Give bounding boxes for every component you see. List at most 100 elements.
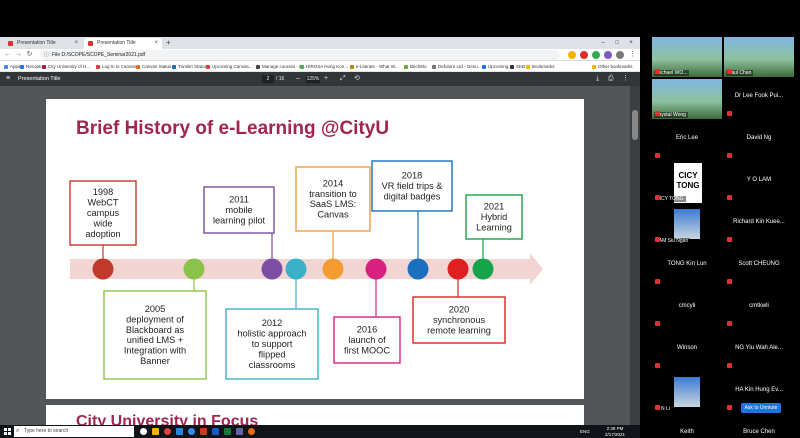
minimize-button[interactable]: – xyxy=(601,40,605,46)
participant-tile[interactable]: cmcyli xyxy=(652,289,722,329)
print-icon[interactable]: ⎙ xyxy=(608,75,614,82)
profile-icon[interactable] xyxy=(616,51,624,59)
maximize-button[interactable]: □ xyxy=(615,40,619,46)
bookmark-item[interactable]: Recopto xyxy=(20,61,43,72)
zoom-out-button[interactable]: – xyxy=(296,75,300,82)
close-window-button[interactable]: × xyxy=(629,40,633,46)
bookmark-item[interactable]: Log In to Canvas xyxy=(96,61,136,72)
pdf-title: Presentation Title xyxy=(18,76,61,82)
bookmark-item[interactable]: Turnitin Status xyxy=(172,61,207,72)
participant-tile[interactable]: Dr Lee Fook Pui... xyxy=(724,79,794,119)
browser-tab-active[interactable]: Presentation Title × xyxy=(84,38,162,49)
next-slide-page: City University in Focus xyxy=(46,405,584,425)
participant-tile[interactable]: NG Yiu Wah Ale... xyxy=(724,331,794,371)
powerpoint-icon[interactable] xyxy=(200,428,207,435)
event-label: synchronous xyxy=(433,315,485,325)
more-options-icon[interactable]: ⋮ xyxy=(622,75,629,82)
zoom-level[interactable]: 125% xyxy=(306,75,320,83)
bookmark-item[interactable]: Bookmarks xyxy=(526,61,555,72)
scrollbar-thumb[interactable] xyxy=(632,110,638,140)
fit-page-icon[interactable]: ⤢ xyxy=(340,75,346,82)
participant-name: TONG Kin Lun xyxy=(667,261,707,267)
participant-tile[interactable]: Y O LAM xyxy=(724,163,794,203)
rotate-icon[interactable]: ⟲ xyxy=(354,75,360,82)
forward-button[interactable]: → xyxy=(15,51,22,58)
bookmark-item[interactable]: SKB xyxy=(510,61,525,72)
bookmark-item[interactable]: Upcoming... xyxy=(482,61,512,72)
clock-time: 2:38 PM xyxy=(606,426,624,431)
event-label: remote learning xyxy=(427,325,491,335)
download-icon[interactable]: ⤓ xyxy=(596,75,600,82)
star-icon[interactable] xyxy=(568,51,576,59)
participant-tile[interactable]: David Ng xyxy=(724,121,794,161)
participant-tile[interactable]: Scott CHEUNG xyxy=(724,247,794,287)
participant-photo xyxy=(674,209,700,239)
scrollbar[interactable] xyxy=(630,86,640,425)
next-slide-title: City University in Focus xyxy=(76,413,259,425)
url-input[interactable]: ⓘ File D:/SCOPE/SCOPE_Seminar2021.pdf xyxy=(40,50,560,60)
word-icon[interactable] xyxy=(212,428,219,435)
windows-start-icon[interactable] xyxy=(4,428,11,435)
chrome-icon[interactable] xyxy=(164,428,171,435)
participant-tile[interactable]: Keith xyxy=(652,415,722,438)
extension-icon[interactable] xyxy=(604,51,612,59)
bookmark-item[interactable]: Manage courses - F... xyxy=(256,61,305,72)
event-label: 2018 xyxy=(402,171,422,181)
bookmark-item[interactable]: BechMo xyxy=(404,61,427,72)
zoom-in-button[interactable]: + xyxy=(324,75,329,82)
clock[interactable]: 2:38 PM 2/17/2021 xyxy=(600,426,630,437)
page-number-input[interactable]: 2 xyxy=(262,75,274,83)
bookmark-item[interactable]: Apps xyxy=(4,61,20,72)
participant-tile[interactable]: Eric Lee xyxy=(652,121,722,161)
bookmark-item[interactable]: HIROSA Hong Kon... xyxy=(300,61,348,72)
ask-to-unmute-button[interactable]: Ask to Unmute xyxy=(741,403,781,413)
bookmark-item[interactable]: Defuture Ltd - Genu... xyxy=(432,61,482,72)
pdf-icon xyxy=(8,41,13,46)
participant-tile[interactable]: TONG Kin Lun xyxy=(652,247,722,287)
bookmark-item[interactable]: Canvas Status xyxy=(136,61,171,72)
muted-mic-icon xyxy=(727,111,732,116)
bookmark-item[interactable]: Other bookmarks xyxy=(592,61,633,72)
participant-name: Eric Lee xyxy=(675,135,698,141)
browser-tab[interactable]: Presentation Title × xyxy=(4,38,82,49)
close-tab-icon[interactable]: × xyxy=(154,40,158,46)
participant-tile[interactable]: C N Li xyxy=(652,373,722,413)
app-icon[interactable] xyxy=(248,428,255,435)
reload-button[interactable]: ↻ xyxy=(26,51,33,58)
participant-tile[interactable]: Bruce Chen xyxy=(724,415,794,438)
language-indicator[interactable]: ENG xyxy=(580,429,590,434)
hamburger-menu-icon[interactable]: ≡ xyxy=(6,75,11,82)
taskbar-search-input[interactable]: ⌕ Type here to search xyxy=(14,426,134,437)
extension-icon[interactable] xyxy=(580,51,588,59)
participant-tile[interactable]: Crystal Wong xyxy=(652,79,722,119)
bookmark-item[interactable]: City University of H... xyxy=(42,61,90,72)
close-tab-icon[interactable]: × xyxy=(74,40,78,46)
excel-icon[interactable] xyxy=(224,428,231,435)
menu-dots-icon[interactable]: ⋮ xyxy=(629,51,636,58)
participant-tile[interactable]: Winson xyxy=(652,331,722,371)
event-label: Blackboard as xyxy=(126,325,185,335)
mail-icon[interactable] xyxy=(176,428,183,435)
muted-mic-icon xyxy=(727,153,732,158)
event-box xyxy=(69,180,137,246)
participant-tile[interactable]: Richard Kin Kuee... xyxy=(724,205,794,245)
participant-tile[interactable]: LAM Siu Ngan xyxy=(652,205,722,245)
participant-tile[interactable]: Paul Chan xyxy=(724,37,794,77)
task-view-icon[interactable] xyxy=(140,428,147,435)
participant-tile[interactable]: Michael WO... xyxy=(652,37,722,77)
bookmark-item[interactable]: e-Literate - What W... xyxy=(350,61,399,72)
participant-tile[interactable]: cmtkwli xyxy=(724,289,794,329)
zoom-app-icon[interactable] xyxy=(188,428,195,435)
extension-icon[interactable] xyxy=(592,51,600,59)
new-tab-button[interactable]: + xyxy=(166,38,171,47)
teams-icon[interactable] xyxy=(236,428,243,435)
file-explorer-icon[interactable] xyxy=(152,428,159,435)
event-label: learning pilot xyxy=(213,215,266,225)
timeline-dot xyxy=(285,258,307,280)
back-button[interactable]: ← xyxy=(4,51,11,58)
bookmark-item[interactable]: Upcoming Canvas... xyxy=(206,61,253,72)
